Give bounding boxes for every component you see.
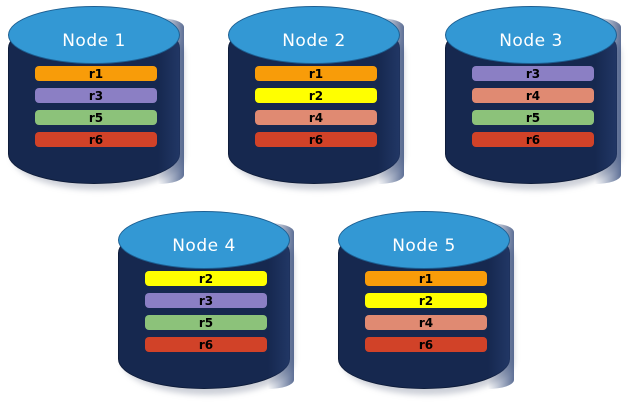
replica-label: r2 — [418, 293, 434, 308]
replica-bar[interactable]: r6 — [472, 132, 594, 147]
replica-bar[interactable]: r4 — [365, 315, 487, 330]
replica-label: r5 — [198, 315, 214, 330]
replica-label: r4 — [418, 315, 434, 330]
replica-bar[interactable]: r1 — [35, 66, 157, 81]
node-label: Node 2 — [282, 31, 346, 51]
replica-label: r6 — [418, 337, 434, 352]
replica-bar[interactable]: r2 — [145, 271, 267, 286]
replica-label: r3 — [88, 88, 104, 103]
replica-bar[interactable]: r1 — [255, 66, 377, 81]
replica-list: r1 r2 r4 r6 — [255, 66, 377, 147]
replica-label: r6 — [198, 337, 214, 352]
cylinder-top-ellipse: Node 2 — [228, 6, 400, 64]
replica-bar[interactable]: r2 — [365, 293, 487, 308]
replica-bar[interactable]: r6 — [35, 132, 157, 147]
replica-list: r1 r3 r5 r6 — [35, 66, 157, 147]
replica-bar[interactable]: r1 — [365, 271, 487, 286]
replica-label: r2 — [198, 271, 214, 286]
node-cylinder-4[interactable]: Node 4 r2 r3 r5 r6 — [118, 211, 294, 395]
replica-bar[interactable]: r2 — [255, 88, 377, 103]
replica-label: r5 — [88, 110, 104, 125]
replica-bar[interactable]: r5 — [472, 110, 594, 125]
replica-bar[interactable]: r3 — [35, 88, 157, 103]
node-cylinder-2[interactable]: Node 2 r1 r2 r4 r6 — [228, 6, 404, 190]
replica-label: r4 — [308, 110, 324, 125]
replica-bar[interactable]: r3 — [145, 293, 267, 308]
replica-bar[interactable]: r4 — [472, 88, 594, 103]
replica-label: r3 — [198, 293, 214, 308]
node-cylinder-3[interactable]: Node 3 r3 r4 r5 r6 — [445, 6, 621, 190]
node-label: Node 3 — [499, 31, 563, 51]
replica-label: r1 — [418, 271, 434, 286]
replica-bar[interactable]: r5 — [145, 315, 267, 330]
replica-label: r6 — [525, 132, 541, 147]
replica-label: r6 — [88, 132, 104, 147]
cylinder-top-ellipse: Node 1 — [8, 6, 180, 64]
cylinder-top-ellipse: Node 4 — [118, 211, 290, 269]
replica-list: r2 r3 r5 r6 — [145, 271, 267, 352]
node-label: Node 5 — [392, 236, 456, 256]
node-cylinder-5[interactable]: Node 5 r1 r2 r4 r6 — [338, 211, 514, 395]
replica-list: r1 r2 r4 r6 — [365, 271, 487, 352]
replica-bar[interactable]: r6 — [145, 337, 267, 352]
replica-label: r4 — [525, 88, 541, 103]
replica-label: r6 — [308, 132, 324, 147]
replica-bar[interactable]: r5 — [35, 110, 157, 125]
replica-list: r3 r4 r5 r6 — [472, 66, 594, 147]
node-cylinder-1[interactable]: Node 1 r1 r3 r5 r6 — [8, 6, 184, 190]
replica-label: r1 — [88, 66, 104, 81]
replica-bar[interactable]: r6 — [365, 337, 487, 352]
replica-label: r3 — [525, 66, 541, 81]
replica-bar[interactable]: r3 — [472, 66, 594, 81]
replica-label: r2 — [308, 88, 324, 103]
cylinder-top-ellipse: Node 5 — [338, 211, 510, 269]
replica-bar[interactable]: r4 — [255, 110, 377, 125]
node-label: Node 4 — [172, 236, 236, 256]
replica-label: r1 — [308, 66, 324, 81]
cylinder-top-ellipse: Node 3 — [445, 6, 617, 64]
replica-label: r5 — [525, 110, 541, 125]
node-label: Node 1 — [62, 31, 126, 51]
replica-bar[interactable]: r6 — [255, 132, 377, 147]
